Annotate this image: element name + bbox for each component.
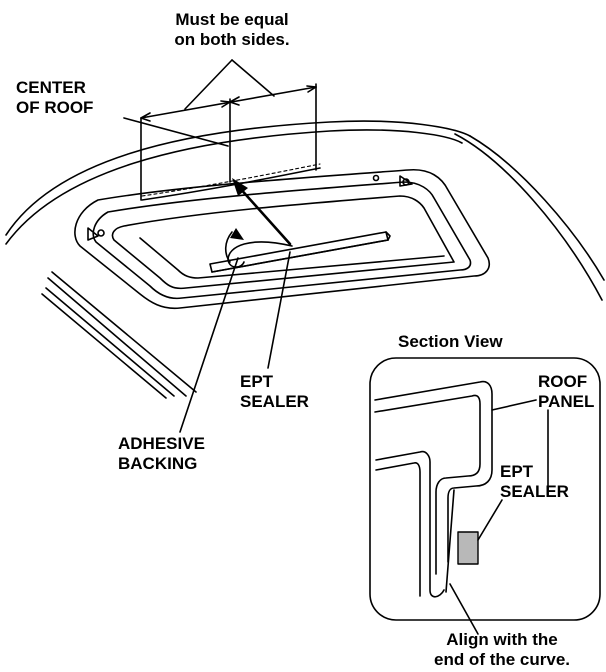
adhesive-backing-label: ADHESIVE BACKING [118,434,205,474]
align-instruction-line2: end of the curve. [433,650,571,669]
roof-panel-section [374,380,493,598]
installed-sealer-strip [141,163,321,201]
corner-fastener-icons [87,174,413,241]
section-view-box [369,357,601,621]
ept-sealer-label-line2: SEALER [240,392,309,411]
roof-side-rail [41,271,197,399]
equal-spacing-label-line2: on both sides. [174,30,290,49]
center-of-roof-label-line2: OF ROOF [16,98,94,117]
roof-panel-leader [491,399,537,411]
equal-spacing-label: Must be equal on both sides. [142,10,322,50]
section-ept-sealer-label-line1: EPT [500,462,534,481]
peel-arrow-icon [224,228,293,268]
roof-panel-label-line2: PANEL [538,392,595,411]
adhesive-backing-leader [179,257,239,433]
roof-panel-label: ROOF PANEL [538,372,594,412]
section-ept-sealer-label-line2: SEALER [500,482,569,501]
align-instruction-label: Align with the end of the curve. [398,630,606,670]
ept-sealer-strip [209,231,391,273]
center-of-roof-label: CENTER OF ROOF [16,78,93,118]
section-ept-sealer-label: EPT SEALER [500,462,569,502]
ept-sealer-leader [267,251,291,369]
section-sealer-block [457,531,479,565]
equal-spacing-dimension [140,59,317,201]
section-sealer-leader [477,499,503,541]
equal-spacing-label-line1: Must be equal [175,10,289,29]
ept-sealer-label: EPT SEALER [240,372,309,412]
section-view-title: Section View [398,332,503,351]
roof-panel-label-line1: ROOF [538,372,588,391]
adhesive-backing-label-line2: BACKING [118,454,198,473]
ept-sealer-label-line1: EPT [240,372,274,391]
roof-opening-frame [74,168,490,310]
roof-outline [5,120,605,301]
center-of-roof-label-line1: CENTER [16,78,86,97]
center-of-roof-leader [123,117,229,147]
placement-arrow-icon [232,178,292,246]
adhesive-backing-label-line1: ADHESIVE [118,434,205,453]
align-leader [449,583,479,635]
align-instruction-line1: Align with the [446,630,558,649]
